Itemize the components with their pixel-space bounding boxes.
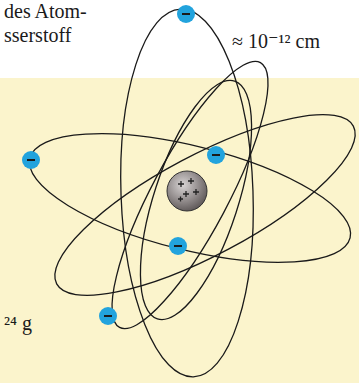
electrons [22, 5, 225, 325]
electron [177, 5, 195, 23]
label-holder: sserstoff [2, 24, 73, 46]
label-holder: des Atom- [2, 0, 89, 22]
electron [99, 307, 117, 325]
nucleus [167, 171, 207, 211]
background-panel [0, 78, 359, 383]
orbit [115, 7, 260, 379]
electron [22, 151, 40, 169]
label-holder: ≈ 10⁻¹² cm [230, 30, 322, 52]
label-holder: ²⁴ g [2, 312, 34, 334]
annotation-text: sserstoff [2, 24, 73, 46]
annotation-text: ²⁴ g [2, 312, 34, 334]
electron [169, 237, 187, 255]
orbit [117, 68, 274, 332]
electron [207, 146, 225, 164]
annotation-text: des Atom- [2, 0, 89, 22]
orbit [33, 82, 359, 328]
orbit [86, 45, 294, 346]
annotation-text: ≈ 10⁻¹² cm [230, 30, 322, 52]
orbits [17, 7, 359, 379]
